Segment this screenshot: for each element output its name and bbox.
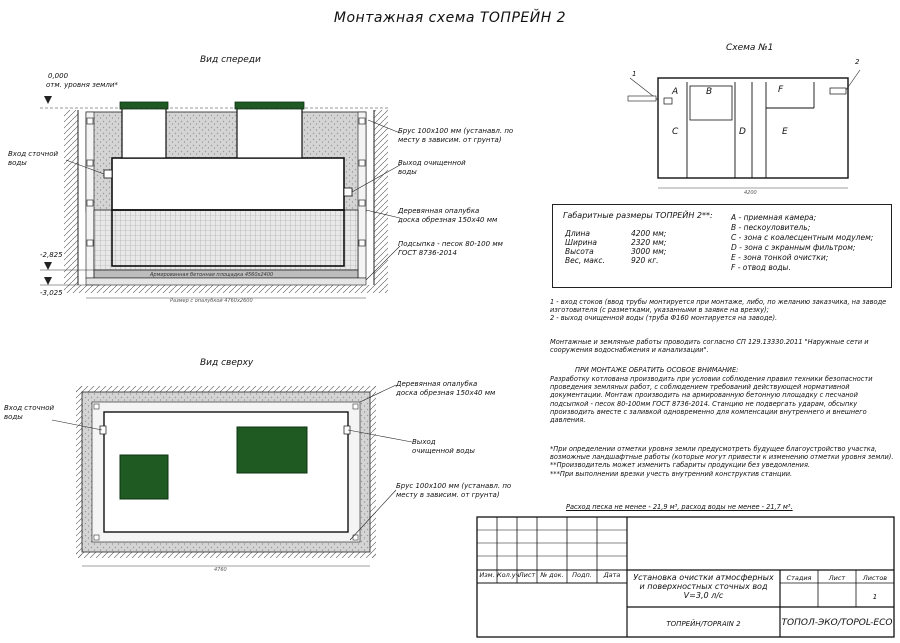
top-earth [76, 386, 376, 558]
top-beam-label: Брус 100х100 мм (устанавл. по месту в за… [396, 482, 512, 499]
note-attention-head: ПРИ МОНТАЖЕ ОБРАТИТЬ ОСОБОЕ ВНИМАНИЕ: [575, 366, 739, 374]
top-outlet-label: Выход очищенной воды [412, 438, 475, 455]
legend-item: D - зона с экранным фильтром; [731, 243, 856, 252]
front-outlet-label: Выход очищенной воды [398, 159, 466, 176]
front-view-title: Вид спереди [200, 55, 261, 65]
stamp-sheet-label: Лист [828, 574, 846, 582]
scheme-tank [627, 69, 861, 189]
front-lid-left [119, 101, 169, 110]
top-view-title: Вид сверху [200, 358, 254, 368]
legend-item: С - зона с коалесцентным модулем; [731, 233, 874, 242]
front-beams [86, 117, 366, 247]
dim-row-name: Ширина [565, 238, 598, 247]
front-slab-label: Армированная бетонная площадка 4560х2400 [150, 272, 274, 278]
scheme-num-2: 2 [855, 58, 860, 66]
front-shaft-left [121, 107, 167, 159]
level-bot-label: -3,025 [40, 289, 63, 297]
stamp-sheets-label: Листов [862, 574, 888, 582]
dimensions-header: Габаритные размеры ТОПРЕЙН 2**: [563, 211, 713, 220]
dim-row-value: 4200 мм; [631, 229, 667, 238]
dim-row-value: 3000 мм; [631, 247, 667, 256]
scheme-zone-d: D [739, 127, 746, 137]
dim-row-name: Длина [565, 229, 591, 238]
top-beams [93, 403, 359, 541]
dimensions-box: Габаритные размеры ТОПРЕЙН 2**: Длина 42… [552, 204, 892, 288]
front-formwork-label: Деревянная опалубка доска обрезная 150х4… [398, 207, 498, 224]
stamp-description: Установка очистки атмосферных и поверхно… [633, 573, 774, 600]
dim-row-value: 920 кг. [631, 256, 659, 265]
stamp-col-header: Дата [603, 571, 621, 579]
level-mid-label: -2,825 [40, 251, 63, 259]
note-attention: Разработку котлована производить при усл… [550, 375, 873, 425]
dim-row-name: Высота [565, 247, 594, 256]
front-leaders [65, 119, 401, 281]
legend-item: F - отвод воды. [731, 263, 791, 272]
top-lid-right [236, 426, 308, 474]
legend-item: А - приемная камера; [731, 213, 817, 222]
front-level-mid-marker [44, 262, 52, 270]
dim-row-name: Вес, макс. [565, 256, 605, 265]
front-level-top-marker [44, 96, 52, 104]
top-leaders [51, 384, 413, 541]
stamp-company: ТОПОЛ-ЭКО/TOPOL-ECO [781, 618, 893, 628]
stamp-col-header: № док. [540, 571, 564, 579]
front-shaft-right [236, 107, 303, 159]
front-formwork-right [357, 111, 367, 279]
note-standards: Монтажные и земляные работы проводить со… [550, 338, 869, 355]
front-formwork-left [85, 111, 95, 279]
scheme-num-1: 1 [632, 70, 637, 78]
stamp-grid [476, 516, 895, 638]
top-formwork-label: Деревянная опалубка доска обрезная 150х4… [396, 380, 496, 397]
stamp-col-header: Подп. [572, 571, 592, 579]
front-dim-label: Размер с опалубкой 4760х2600 [170, 298, 253, 304]
stamp-col-header: Кол.уч [497, 571, 520, 579]
front-sand-bedding [85, 277, 367, 286]
level-top-label: отм. уровня земли* [46, 81, 118, 89]
scheme-dim-label: 4200 [744, 190, 757, 196]
stamp-stage-label: Стадия [786, 574, 812, 582]
front-lid-right [234, 101, 305, 110]
front-beam-label: Брус 100х100 мм (устанавл. по месту в за… [398, 127, 514, 144]
scheme-zone-b: B [706, 87, 713, 97]
front-earth-right [373, 110, 388, 285]
scheme-zone-e: E [782, 127, 788, 137]
top-dim-label: 4760 [214, 567, 227, 573]
scheme-title: Схема №1 [726, 43, 774, 53]
stamp-col-header: Лист [518, 571, 536, 579]
level-top-value: 0,000 [48, 72, 69, 80]
page-title: Монтажная схема ТОПРЕЙН 2 [333, 10, 567, 26]
front-inlet-pipe [103, 169, 113, 179]
note-pipes: 1 - вход стоков (ввод трубы монтируется … [550, 298, 887, 323]
front-earth-left [64, 110, 79, 285]
top-inlet-label: Вход сточной воды [4, 404, 55, 421]
scheme-zone-f: F [778, 85, 784, 95]
stamp-sheets-value: 1 [872, 593, 878, 601]
top-outlet-pipe [343, 425, 351, 435]
stamp-product: ТОПРЕЙН/TOPRAIN 2 [666, 620, 741, 628]
front-lower-backfill [93, 209, 359, 271]
stamp-col-header: Изм. [479, 571, 495, 579]
legend-item: В - пескоуловитель; [731, 223, 811, 232]
title-block: Изм. Кол.уч Лист № док. Подп. Дата Устан… [477, 517, 894, 637]
top-lid-left [119, 454, 169, 500]
front-tank-body [111, 157, 345, 211]
front-inlet-label: Вход сточной воды [8, 150, 59, 167]
note-consumption: Расход песка не менее - 21,9 м³, расход … [566, 503, 793, 511]
front-bedding-label: Подсыпка - песок 80-100 мм ГОСТ 8736-201… [398, 240, 503, 257]
top-inlet-pipe [99, 425, 107, 435]
front-earth-bottom [64, 285, 388, 293]
front-tank-lower [111, 209, 345, 267]
front-level-bot-marker [44, 277, 52, 285]
front-outlet-pipe [343, 187, 353, 197]
legend-item: Е - зона тонкой очистки; [731, 253, 829, 262]
scheme-zone-c: C [672, 127, 679, 137]
note-footnotes: *При определении отметки уровня земли пр… [550, 445, 894, 478]
scheme-zone-a: A [672, 87, 679, 97]
dim-row-value: 2320 мм; [631, 238, 667, 247]
